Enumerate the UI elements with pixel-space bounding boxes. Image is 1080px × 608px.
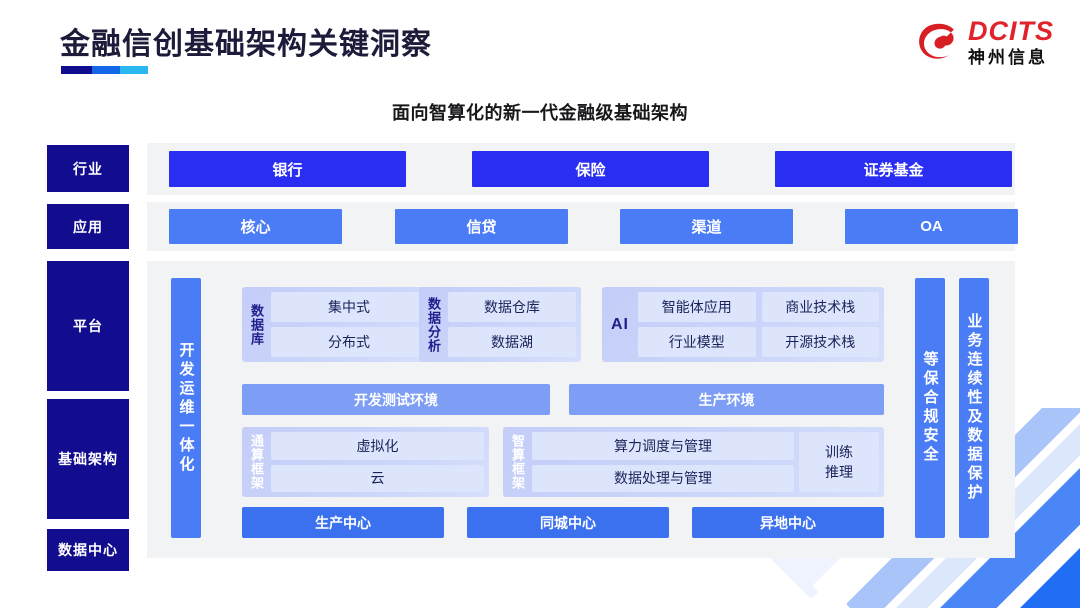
title-underline-rule	[61, 66, 148, 74]
cell-data-lake[interactable]: 数据湖	[448, 327, 576, 357]
application-item-core[interactable]: 核心	[169, 209, 342, 244]
industry-item-bank[interactable]: 银行	[169, 151, 406, 187]
group-database: 数据库 集中式 分布式	[242, 287, 432, 362]
platform-infrastructure-panel: 开发运维一体化 等保合规安全 业务连续性及数据保护 数据库 集中式 分布式 数据…	[147, 261, 1015, 558]
page-title: 金融信创基础架构关键洞察	[60, 28, 432, 61]
rule-segment-1	[61, 66, 93, 74]
group-general-compute-framework: 通算框架 虚拟化 云	[242, 427, 489, 497]
diagram-subtitle: 面向智算化的新一代金融级基础架构	[392, 103, 688, 123]
label-inference: 推理	[825, 464, 853, 480]
group-label-intelligent-compute-framework: 智算框架	[510, 434, 525, 490]
cell-agent-application[interactable]: 智能体应用	[638, 292, 756, 322]
env-dev-test[interactable]: 开发测试环境	[242, 384, 550, 415]
vertical-bar-compliance-security[interactable]: 等保合规安全	[915, 278, 945, 538]
box-training-inference[interactable]: 训练 推理	[799, 432, 879, 492]
group-label-data-analytics: 数据分析	[426, 296, 441, 353]
industry-item-insurance[interactable]: 保险	[472, 151, 709, 187]
stage-label-datacenter: 数据中心	[47, 529, 129, 571]
dcits-swoosh-icon	[919, 23, 954, 59]
group-label-database: 数据库	[249, 303, 264, 346]
cell-open-source-tech-stack[interactable]: 开源技术栈	[761, 327, 879, 357]
group-ai: AI 智能体应用 商业技术栈 行业模型 开源技术栈	[602, 287, 884, 362]
group-data-analytics: 数据分析 数据仓库 数据湖	[419, 287, 581, 362]
cell-cloud[interactable]: 云	[271, 464, 484, 492]
group-intelligent-compute-framework: 智算框架 算力调度与管理 数据处理与管理 训练 推理	[503, 427, 884, 497]
env-production[interactable]: 生产环境	[569, 384, 884, 415]
stage-label-infrastructure: 基础架构	[47, 399, 129, 519]
stage-label-industry: 行业	[47, 145, 129, 192]
application-item-channel[interactable]: 渠道	[620, 209, 793, 244]
rule-segment-3	[120, 66, 148, 74]
application-panel: 核心 信贷 渠道 OA	[147, 202, 1018, 251]
cell-compute-scheduling[interactable]: 算力调度与管理	[532, 432, 794, 460]
datacenter-production[interactable]: 生产中心	[242, 507, 444, 538]
cell-virtualization[interactable]: 虚拟化	[271, 432, 484, 460]
industry-item-securities-fund[interactable]: 证券基金	[775, 151, 1012, 187]
cell-data-processing[interactable]: 数据处理与管理	[532, 464, 794, 492]
cell-distributed[interactable]: 分布式	[271, 327, 427, 357]
cell-commercial-tech-stack[interactable]: 商业技术栈	[761, 292, 879, 322]
group-label-ai: AI	[611, 315, 629, 333]
group-label-general-compute-framework: 通算框架	[249, 434, 264, 490]
logo-text-cn: 神州信息	[968, 48, 1048, 67]
stage-label-platform: 平台	[47, 261, 129, 391]
label-training: 训练	[825, 443, 853, 460]
vertical-bar-business-continuity[interactable]: 业务连续性及数据保护	[959, 278, 989, 538]
rule-segment-2	[92, 66, 121, 74]
cell-centralized[interactable]: 集中式	[271, 292, 427, 322]
brand-logo: DCITS 神州信息	[916, 18, 1054, 66]
logo-text-en: DCITS	[968, 16, 1054, 46]
cell-industry-model[interactable]: 行业模型	[638, 327, 756, 357]
datacenter-same-city[interactable]: 同城中心	[467, 507, 669, 538]
application-item-oa[interactable]: OA	[845, 209, 1018, 244]
application-item-credit[interactable]: 信贷	[395, 209, 568, 244]
vertical-bar-devops[interactable]: 开发运维一体化	[171, 278, 201, 538]
cell-data-warehouse[interactable]: 数据仓库	[448, 292, 576, 322]
stage-label-application: 应用	[47, 204, 129, 249]
datacenter-remote[interactable]: 异地中心	[692, 507, 884, 538]
industry-panel: 银行 保险 证券基金	[147, 143, 1015, 195]
